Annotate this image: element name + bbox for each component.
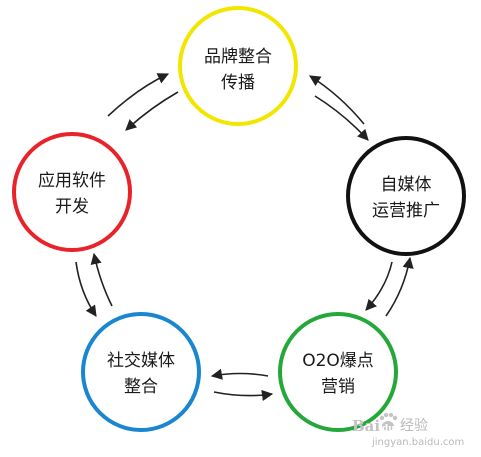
node-o2o: O2O爆点 营销 xyxy=(278,312,398,432)
node-o2o-circle xyxy=(278,312,398,432)
node-self-media-label-1: 自媒体 xyxy=(381,175,432,195)
node-brand: 品牌整合 传播 xyxy=(178,6,298,126)
node-app-label-1: 应用软件 xyxy=(38,171,106,191)
arrow-self-media-to-o2o xyxy=(365,261,393,311)
arrow-self-media-to-brand xyxy=(309,75,365,125)
watermark-suffix: 经验 xyxy=(400,418,428,434)
node-brand-circle xyxy=(178,6,298,126)
paw-icon xyxy=(379,412,398,431)
watermark: Bai du 经验 jingyan.baidu.com xyxy=(352,412,464,448)
node-social-circle xyxy=(81,312,201,432)
watermark-url: jingyan.baidu.com xyxy=(371,437,464,448)
arrow-brand-to-app xyxy=(125,91,179,131)
node-brand-label-1: 品牌整合 xyxy=(204,47,272,67)
node-brand-label-2: 传播 xyxy=(221,73,255,93)
node-social-label-1: 社交媒体 xyxy=(107,351,175,371)
watermark-brand: Bai xyxy=(352,417,380,435)
node-o2o-label-1: O2O爆点 xyxy=(302,351,374,371)
node-social: 社交媒体 整合 xyxy=(81,312,201,432)
arrow-brand-to-self-media xyxy=(314,95,369,141)
arrow-o2o-to-self-media xyxy=(385,256,414,317)
node-self-media-label-2: 运营推广 xyxy=(372,201,440,221)
node-social-label-2: 整合 xyxy=(124,377,158,397)
node-app-label-2: 开发 xyxy=(55,197,89,217)
arrow-social-to-o2o xyxy=(213,389,274,401)
arrow-app-to-brand xyxy=(107,73,170,117)
arrow-app-to-social xyxy=(75,261,97,317)
arrow-o2o-to-social xyxy=(210,368,269,380)
node-self-media-circle xyxy=(346,136,466,256)
arrows xyxy=(75,73,414,401)
watermark-paw-text: du xyxy=(382,424,395,434)
arrow-social-to-app xyxy=(90,252,113,307)
node-o2o-label-2: 营销 xyxy=(321,377,355,397)
node-self-media: 自媒体 运营推广 xyxy=(346,136,466,256)
node-app: 应用软件 开发 xyxy=(12,132,132,252)
node-app-circle xyxy=(12,132,132,252)
